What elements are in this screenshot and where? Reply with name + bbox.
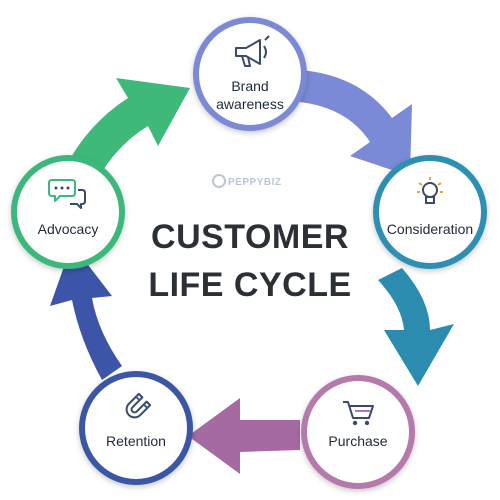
chat-bubbles-icon — [48, 179, 86, 209]
stage-label-advocacy: Advocacy — [38, 221, 99, 237]
title-line-2: LIFE CYCLE — [148, 266, 351, 304]
stage-label-retention: Retention — [106, 433, 166, 449]
stage-circle — [373, 155, 487, 269]
stage-circle — [301, 375, 415, 489]
arrow-consideration-to-purchase — [378, 268, 454, 386]
watermark-logo-icon — [212, 174, 226, 188]
magnet-icon — [125, 392, 152, 419]
stage-label-consideration: Consideration — [387, 221, 473, 237]
stage-label-brand-line2: awareness — [216, 96, 284, 112]
lightbulb-icon — [417, 177, 443, 204]
arrow-brand-to-consideration — [300, 70, 412, 176]
stage-consideration — [373, 155, 487, 269]
stage-brand-awareness — [193, 17, 307, 131]
cycle-arrows — [50, 70, 454, 474]
stage-circle — [11, 155, 125, 269]
shopping-cart-icon — [343, 401, 374, 426]
title-line-1: CUSTOMER — [151, 218, 349, 256]
stage-purchase — [301, 375, 415, 489]
arrow-retention-to-advocacy — [50, 244, 122, 380]
megaphone-icon — [235, 35, 270, 67]
watermark: PEPPYBIZ — [212, 174, 281, 188]
stage-circle — [193, 17, 307, 131]
stage-retention — [79, 371, 193, 485]
arrow-purchase-to-retention — [188, 398, 300, 474]
stage-label-brand-line1: Brand — [231, 78, 268, 94]
stage-circle — [79, 371, 193, 485]
stage-advocacy — [11, 155, 125, 269]
watermark-text: PEPPYBIZ — [228, 177, 281, 188]
stage-label-purchase: Purchase — [328, 433, 387, 449]
